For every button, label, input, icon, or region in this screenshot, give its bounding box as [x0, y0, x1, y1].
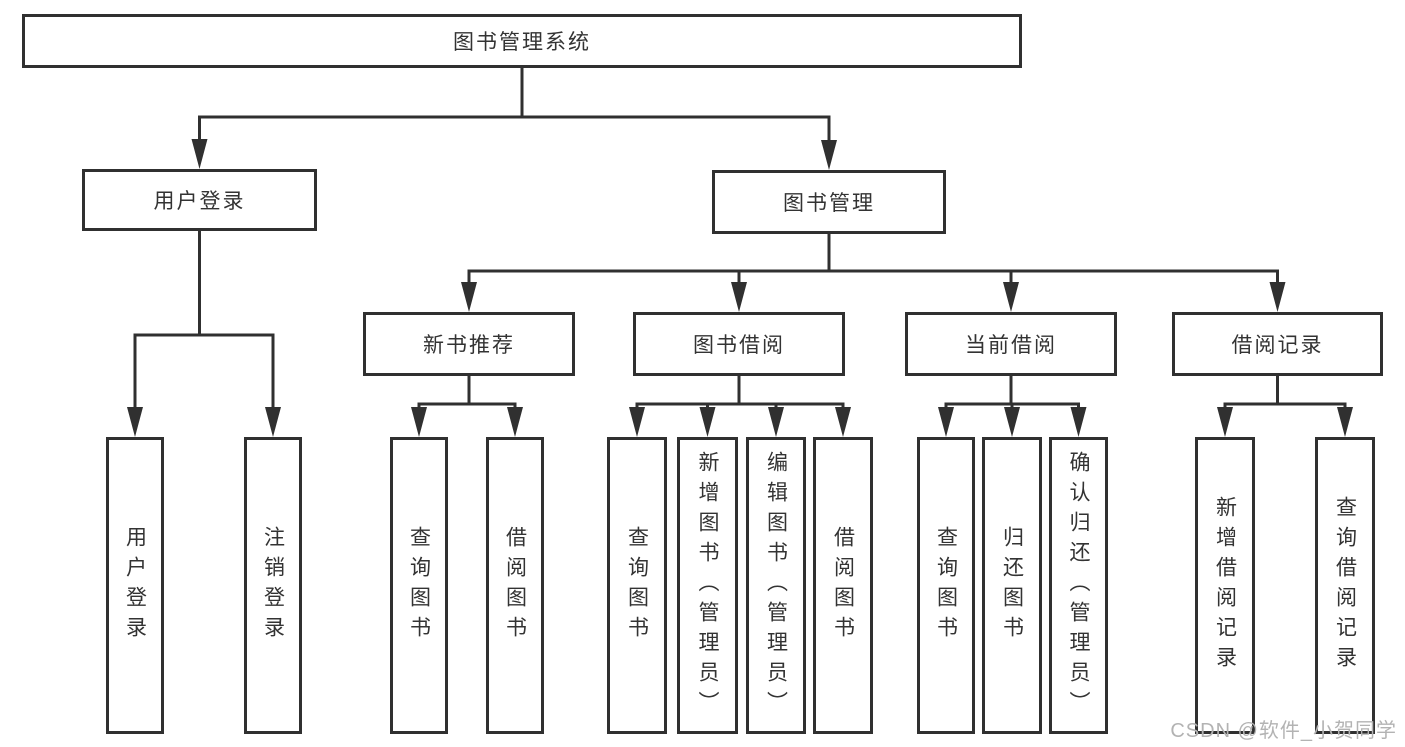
- connector-current-borrow: [944, 374, 1080, 415]
- diagram-box-label: 编辑图书（管理员）: [764, 450, 788, 721]
- arrowhead-icon: [127, 407, 143, 437]
- arrowhead-icon: [835, 407, 851, 437]
- diagram-box-label: 图书管理系统: [453, 31, 591, 54]
- diagram-box-leaf-br-query: 查询借阅记录: [1315, 437, 1375, 734]
- arrowhead-icon: [1003, 282, 1019, 312]
- connector-new-book-rec: [417, 374, 517, 415]
- diagram-box-label: 确认归还（管理员）: [1067, 450, 1090, 721]
- diagram-box-borrow-records: 借阅记录: [1172, 312, 1383, 376]
- connector-root: [198, 66, 831, 148]
- diagram-box-label: 查询借阅记录: [1333, 495, 1357, 676]
- diagram-box-label: 查询图书: [407, 525, 431, 646]
- diagram-box-leaf-bb-query: 查询图书: [607, 437, 667, 734]
- arrowhead-icon: [1070, 407, 1087, 437]
- arrowhead-icon: [411, 407, 427, 437]
- diagram-box-user-login: 用户登录: [82, 169, 317, 231]
- diagram-box-label: 图书管理: [783, 192, 875, 215]
- diagram-box-label: 当前借阅: [965, 334, 1057, 357]
- diagram-box-label: 用户登录: [123, 525, 147, 646]
- arrowhead-icon: [938, 407, 954, 437]
- diagram-box-leaf-rec-query: 查询图书: [390, 437, 448, 734]
- arrowhead-icon: [265, 407, 281, 437]
- diagram-box-label: 查询图书: [934, 525, 958, 646]
- diagram-box-book-borrow: 图书借阅: [633, 312, 845, 376]
- diagram-box-label: 借阅记录: [1231, 334, 1324, 357]
- connector-borrow-records: [1223, 374, 1347, 415]
- diagram-box-current-borrow: 当前借阅: [905, 312, 1117, 376]
- arrowhead-icon: [699, 407, 716, 437]
- diagram-box-leaf-bb-borrow: 借阅图书: [813, 437, 873, 734]
- connector-book-mgmt: [467, 232, 1279, 290]
- arrowhead-icon: [768, 407, 784, 437]
- arrowhead-icon: [629, 407, 645, 437]
- diagram-box-leaf-user-login: 用户登录: [106, 437, 164, 734]
- arrowhead-icon: [461, 282, 477, 312]
- diagram-box-leaf-cb-confirm: 确认归还（管理员）: [1049, 437, 1108, 734]
- diagram-box-leaf-logout: 注销登录: [244, 437, 302, 734]
- arrowhead-icon: [1269, 282, 1286, 312]
- diagram-box-leaf-cb-query: 查询图书: [917, 437, 975, 734]
- arrowhead-icon: [507, 407, 523, 437]
- arrowhead-icon: [1337, 407, 1353, 437]
- arrowhead-icon: [191, 139, 208, 169]
- diagram-box-leaf-bb-add: 新增图书（管理员）: [677, 437, 738, 734]
- diagram-box-label: 新增借阅记录: [1213, 495, 1237, 676]
- diagram-box-label: 归还图书: [1000, 525, 1024, 646]
- diagram-box-label: 借阅图书: [831, 525, 855, 646]
- connector-book-borrow: [635, 374, 845, 415]
- diagram-box-new-book-rec: 新书推荐: [363, 312, 575, 376]
- diagram-box-label: 注销登录: [261, 525, 285, 646]
- arrowhead-icon: [731, 282, 747, 312]
- diagram-box-leaf-rec-borrow: 借阅图书: [486, 437, 544, 734]
- watermark: CSDN @软件_小贺同学: [1170, 720, 1397, 742]
- arrowhead-icon: [821, 140, 837, 170]
- diagram-box-leaf-br-add: 新增借阅记录: [1195, 437, 1255, 734]
- connector-user-login: [133, 229, 275, 415]
- diagram-box-label: 图书借阅: [693, 334, 785, 357]
- diagram-box-root: 图书管理系统: [22, 14, 1022, 68]
- diagram-box-leaf-bb-edit: 编辑图书（管理员）: [746, 437, 806, 734]
- diagram-box-label: 查询图书: [625, 525, 649, 646]
- diagram-box-label: 用户登录: [153, 190, 246, 213]
- diagram-box-label: 借阅图书: [503, 525, 527, 646]
- diagram-box-book-mgmt: 图书管理: [712, 170, 946, 234]
- diagram-box-label: 新书推荐: [423, 334, 515, 357]
- arrowhead-icon: [1217, 407, 1233, 437]
- diagram-box-leaf-cb-return: 归还图书: [982, 437, 1042, 734]
- diagram-box-label: 新增图书（管理员）: [696, 450, 719, 721]
- arrowhead-icon: [1004, 407, 1020, 437]
